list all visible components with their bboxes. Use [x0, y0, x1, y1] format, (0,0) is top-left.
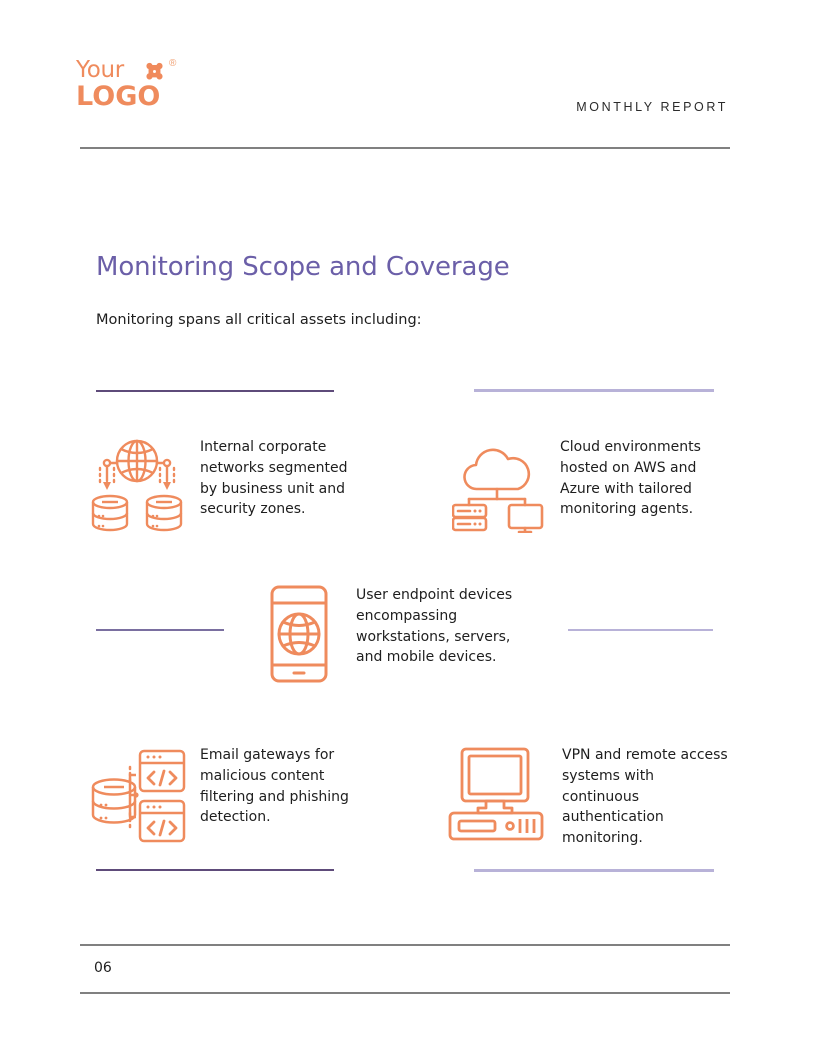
section-intro-text: Monitoring spans all critical assets inc…	[96, 312, 422, 328]
header-divider	[80, 147, 730, 149]
divider-row3-left	[96, 869, 334, 871]
footer-divider-bottom	[80, 992, 730, 994]
divider-row1-left	[96, 390, 334, 392]
feature-item-1: Cloud environments hosted on AWS and Azu…	[452, 437, 737, 533]
divider-row2-left	[96, 629, 224, 631]
cloud-server-monitor-icon	[452, 448, 544, 533]
feature-item-2: User endpoint devices encompassing works…	[266, 585, 556, 683]
footer-divider-top	[80, 944, 730, 946]
logo-text-logo: LOGO	[76, 81, 161, 112]
feature-text-2: User endpoint devices encompassing works…	[356, 587, 513, 666]
page-title: Monitoring Scope and Coverage	[96, 252, 510, 282]
database-code-windows-icon	[91, 749, 186, 843]
desktop-computer-icon	[448, 747, 544, 841]
feature-text-4: VPN and remote access systems with conti…	[562, 747, 728, 847]
feature-text-3: Email gateways for malicious content fil…	[200, 747, 349, 826]
feature-text-1: Cloud environments hosted on AWS and Azu…	[560, 439, 701, 518]
network-globe-databases-icon	[91, 439, 183, 532]
feature-text-0: Internal corporate networks segmented by…	[200, 439, 348, 518]
registered-trademark-icon: ®	[169, 58, 177, 69]
feature-item-4: VPN and remote access systems with conti…	[448, 745, 738, 849]
header-title: MONTHLY REPORT	[576, 100, 728, 114]
feature-item-0: Internal corporate networks segmented by…	[90, 437, 370, 533]
divider-row3-right	[474, 869, 714, 872]
page-header: Your ® LOGO MONTHLY REPORT	[0, 0, 816, 150]
page-number: 06	[94, 960, 112, 976]
divider-row1-right	[474, 389, 714, 392]
quatrefoil-icon	[146, 62, 163, 80]
logo-text-your: Your	[76, 57, 124, 83]
feature-item-3: Email gateways for malicious content fil…	[90, 745, 380, 845]
divider-row2-right	[568, 629, 713, 631]
smartphone-globe-icon	[270, 585, 328, 683]
logo: Your ® LOGO	[76, 57, 206, 112]
